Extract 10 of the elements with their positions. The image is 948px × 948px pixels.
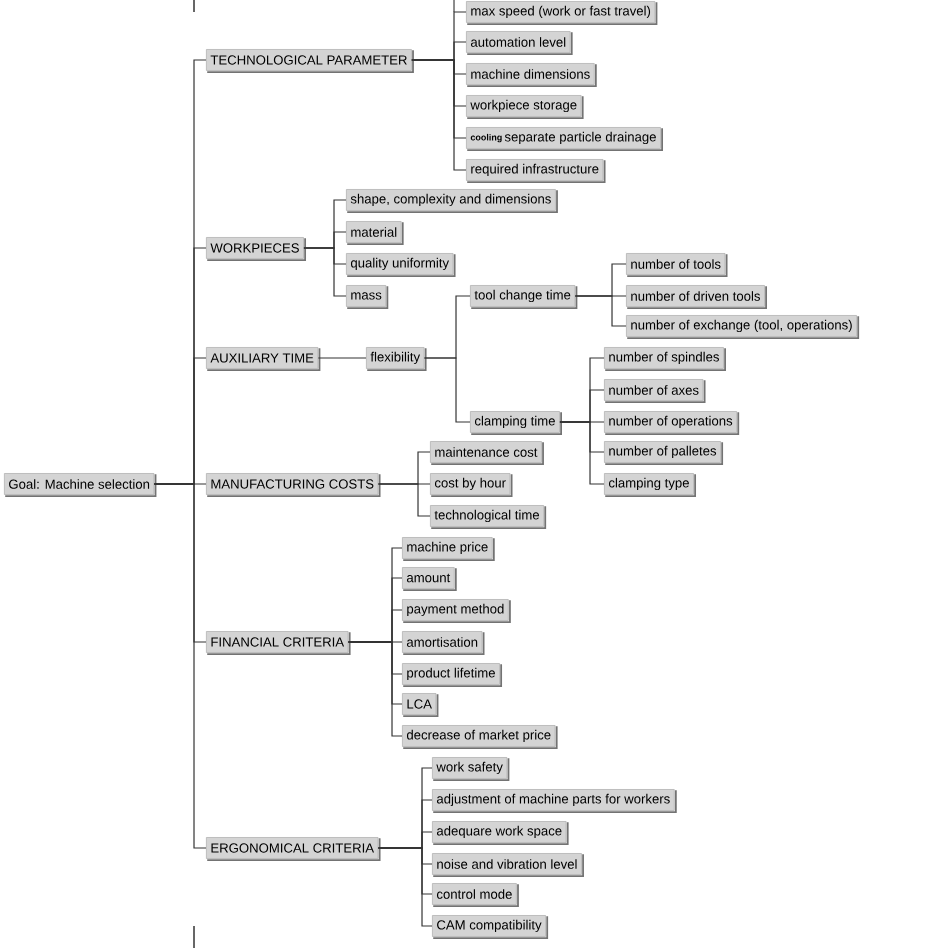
tree-connector [317, 357, 367, 359]
tree-connector [411, 59, 467, 171]
tree-connector [377, 483, 431, 517]
tree-connector [377, 847, 433, 927]
tree-connector [423, 357, 471, 423]
tree-connector [347, 641, 403, 737]
tree-connector [574, 295, 627, 327]
tree-connector [153, 483, 207, 849]
tree-connector [559, 421, 605, 485]
tree-connector [303, 247, 347, 297]
